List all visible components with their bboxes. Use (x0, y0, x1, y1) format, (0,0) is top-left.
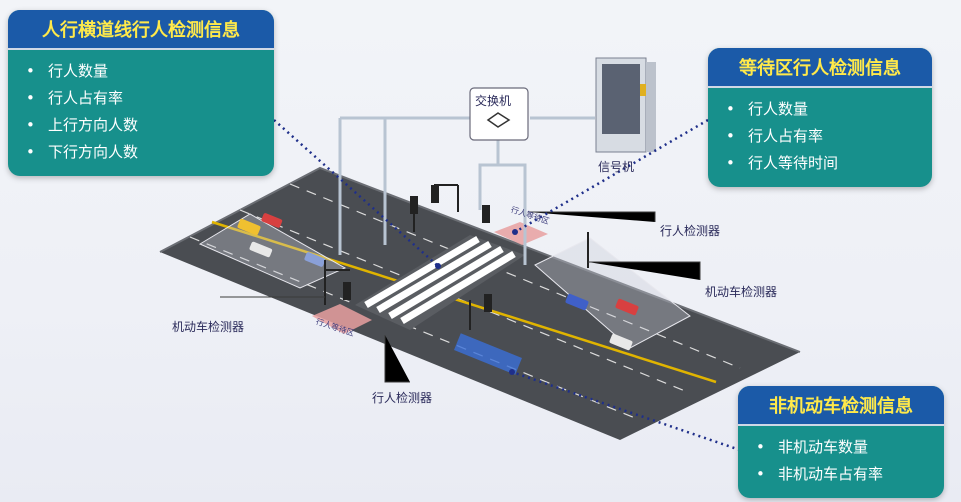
switch-box (469, 87, 529, 141)
list-item: 非机动车占有率 (754, 461, 930, 488)
vehicle-detector-right-label: 机动车检测器 (705, 285, 778, 299)
list-item: 行人等待时间 (724, 150, 918, 177)
vehicle-detect-zone-right (534, 237, 691, 349)
crosswalk-panel-list: 行人数量 行人占有率 上行方向人数 下行方向人数 (8, 50, 274, 176)
crosswalk-panel-title: 人行横道线行人检测信息 (8, 10, 274, 50)
signal-cabinet (595, 57, 656, 153)
wait-zone-bottom (312, 304, 372, 334)
list-item: 行人数量 (24, 58, 260, 85)
nonmotor-panel-list: 非机动车数量 非机动车占有率 (738, 426, 944, 498)
crosswalk (355, 235, 525, 330)
crosswalk-info-panel: 人行横道线行人检测信息 行人数量 行人占有率 上行方向人数 下行方向人数 (8, 10, 274, 176)
list-item: 行人占有率 (24, 85, 260, 112)
nonmotor-marker (509, 369, 515, 375)
crosswalk-marker (435, 263, 441, 269)
leader-lines (220, 211, 701, 383)
wait-marker (512, 229, 518, 235)
panel-connectors (273, 118, 741, 452)
nonmotor-info-panel: 非机动车检测信息 非机动车数量 非机动车占有率 (738, 386, 944, 498)
ped-detector-top-label: 行人检测器 (660, 224, 721, 238)
waiting-panel-title: 等待区行人检测信息 (708, 48, 932, 88)
road-surface (160, 168, 800, 440)
wait-zone-top (494, 222, 548, 245)
vehicles (237, 213, 639, 351)
list-item: 非机动车数量 (754, 434, 930, 461)
list-item: 下行方向人数 (24, 139, 260, 166)
waiting-info-panel: 等待区行人检测信息 行人数量 行人占有率 行人等待时间 (708, 48, 932, 187)
traffic-lights (324, 184, 589, 330)
list-item: 上行方向人数 (24, 112, 260, 139)
vehicle-detect-zone-left (198, 213, 347, 289)
ped-detector-bottom-label: 行人检测器 (372, 391, 433, 405)
road-edge (159, 166, 801, 353)
nonmotor-zone (454, 333, 522, 375)
waiting-panel-list: 行人数量 行人占有率 行人等待时间 (708, 88, 932, 187)
signal-cabinet-label: 信号机 (598, 160, 635, 174)
nonmotor-panel-title: 非机动车检测信息 (738, 386, 944, 426)
list-item: 行人占有率 (724, 123, 918, 150)
center-line (211, 220, 717, 384)
list-item: 行人数量 (724, 96, 918, 123)
switch-label: 交换机 (475, 94, 512, 108)
cable-network (338, 116, 595, 265)
vehicle-detector-left-label: 机动车检测器 (172, 320, 245, 334)
